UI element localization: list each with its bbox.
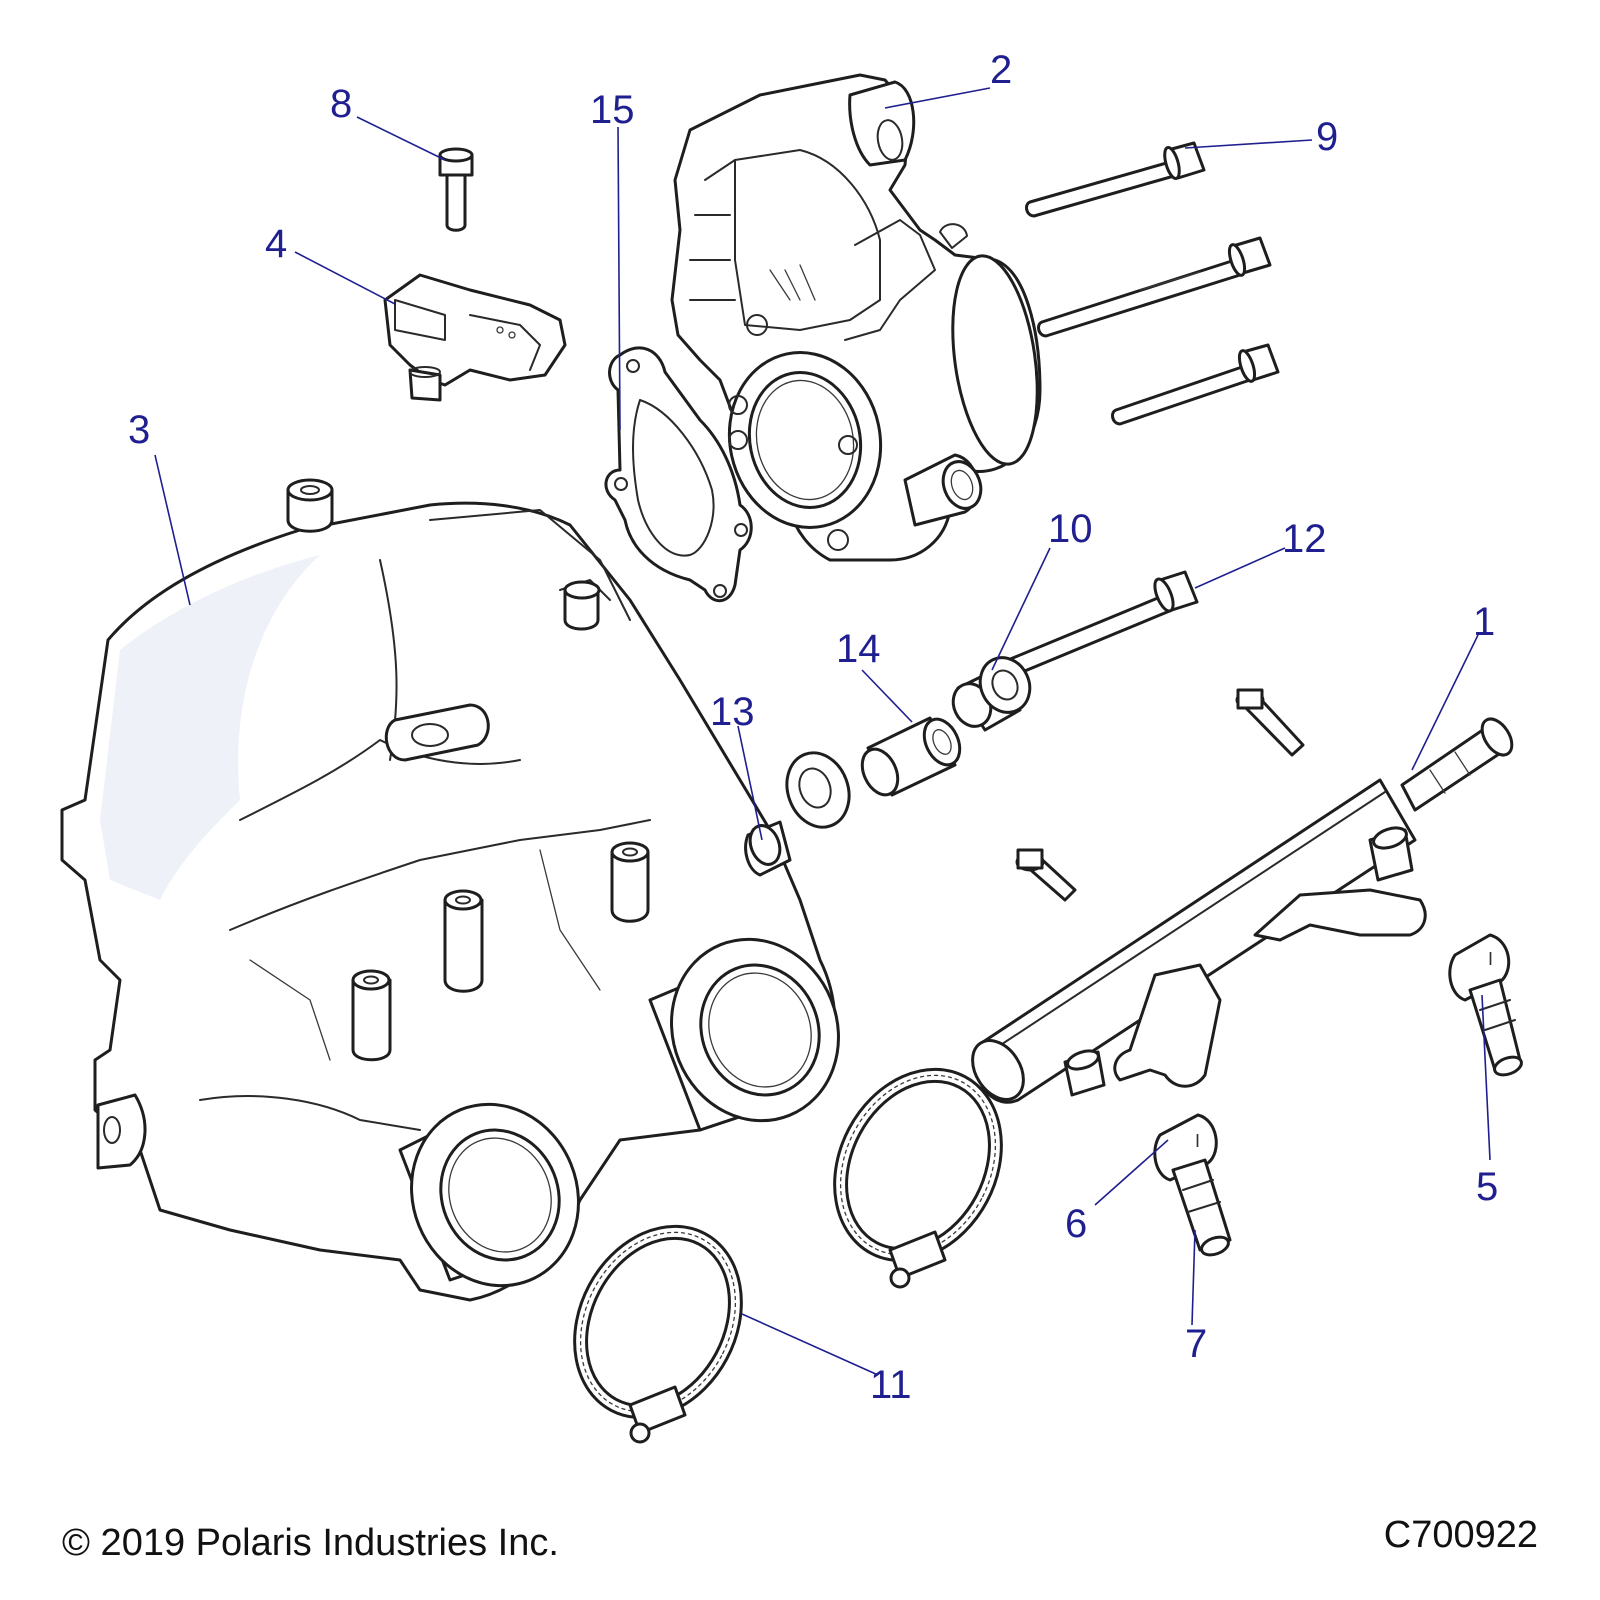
callout-12: 12: [1282, 517, 1327, 561]
drawing-code: C700922: [1383, 1514, 1538, 1556]
fuel-rail: [971, 717, 1514, 1104]
leader-lines: [154, 87, 1491, 1376]
callout-11: 11: [870, 1363, 912, 1407]
map-sensor: [383, 273, 567, 402]
copyright-notice: © 2019 Polaris Industries Inc.: [62, 1522, 559, 1564]
rubber-grommet: [785, 751, 851, 829]
callout-9: 9: [1316, 115, 1338, 159]
hose-clamp-upper: [833, 1067, 1003, 1289]
callout-1: 1: [1473, 600, 1495, 644]
throttle-body-bolts: [1025, 141, 1280, 426]
fuel-injector-right: I: [1448, 933, 1523, 1077]
throttle-body-gasket: [604, 346, 753, 603]
fuel-rail-long-bolt: [1002, 570, 1199, 677]
callout-4: 4: [265, 222, 287, 266]
fuel-rail-bolts: [1015, 688, 1305, 902]
callout-15: 15: [590, 88, 635, 132]
fuel-injector-left: I: [1153, 1113, 1232, 1257]
svg-text:I: I: [1195, 1131, 1200, 1151]
sensor-bolt: [438, 147, 474, 232]
flange-nut: [744, 820, 792, 877]
callout-7: 7: [1185, 1322, 1207, 1366]
throttle-body: [670, 73, 1042, 562]
callout-6: 6: [1065, 1202, 1087, 1246]
callout-8: 8: [330, 82, 352, 126]
callout-10: 10: [1048, 507, 1093, 551]
flanged-spacer: [951, 656, 1032, 732]
callout-14: 14: [836, 627, 881, 671]
callout-3: 3: [128, 408, 150, 452]
svg-text:I: I: [1488, 949, 1493, 969]
spacer-sleeve: [860, 716, 962, 797]
callout-5: 5: [1476, 1165, 1498, 1209]
hose-clamp-lower: [573, 1224, 743, 1444]
callout-13: 13: [710, 690, 755, 734]
callout-2: 2: [990, 48, 1012, 92]
intake-manifold: [60, 478, 840, 1302]
callout-labels: 1 2 3 4 5 6 7 8 9 10 11 12 13 14 15: [128, 48, 1498, 1407]
